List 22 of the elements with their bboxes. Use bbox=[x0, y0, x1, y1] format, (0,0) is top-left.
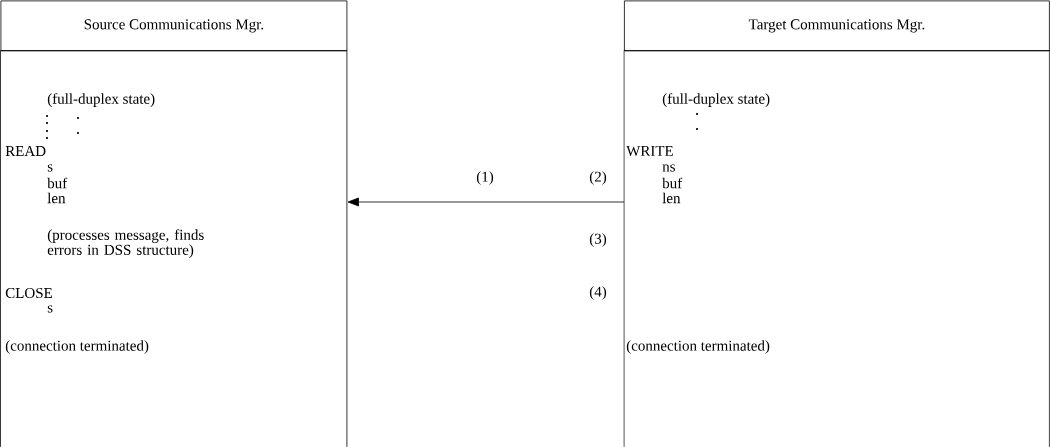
header-box: Source Communications Mgr. bbox=[0, 0, 348, 52]
step-number: (1) bbox=[476, 171, 494, 185]
text: (connection terminated) bbox=[5, 340, 149, 354]
text: s bbox=[47, 305, 53, 313]
text: CLOSE bbox=[5, 287, 52, 299]
text: READ bbox=[5, 146, 46, 156]
step-number: (4) bbox=[589, 286, 607, 300]
text: s bbox=[47, 164, 53, 172]
text: ns bbox=[662, 164, 675, 172]
text: buf bbox=[662, 177, 683, 189]
text: WRITE bbox=[626, 146, 673, 156]
text: (full-duplex state) bbox=[47, 93, 155, 107]
step-number: (2) bbox=[589, 171, 607, 185]
step-number: (3) bbox=[589, 233, 607, 247]
header-box: Target Communications Mgr. bbox=[624, 0, 1050, 52]
text: len bbox=[662, 192, 681, 204]
text: (connection terminated) bbox=[626, 340, 770, 354]
arrow bbox=[347, 197, 625, 207]
text: buf bbox=[47, 177, 68, 189]
text: (processes message, finds errors in DSS structure) bbox=[47, 229, 204, 258]
text: (full-duplex state) bbox=[662, 93, 770, 107]
text: len bbox=[47, 192, 66, 204]
